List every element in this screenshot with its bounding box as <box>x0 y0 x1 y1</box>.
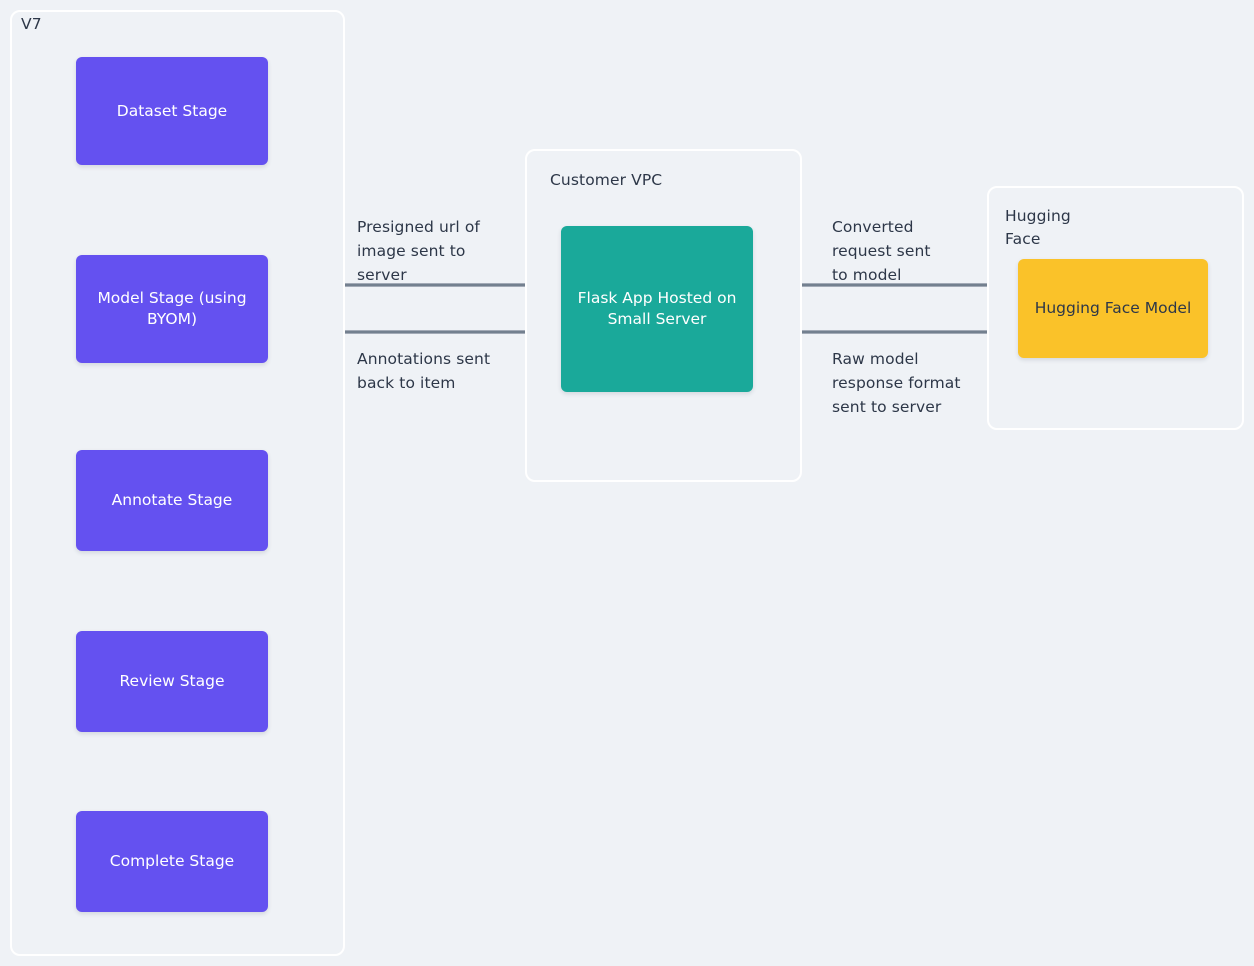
group-customer-vpc-label: Customer VPC <box>550 171 663 189</box>
node-model-stage[interactable]: Model Stage (using BYOM) <box>76 255 268 363</box>
edge-label-annotations-back: Annotations sent back to item <box>357 350 491 392</box>
group-hugging-face-label: Hugging Face <box>1005 207 1071 248</box>
node-hugging-face-model[interactable]: Hugging Face Model <box>1018 259 1208 358</box>
node-complete-stage[interactable]: Complete Stage <box>76 811 268 912</box>
edge-label-converted-request: Converted request sent to model <box>832 218 931 284</box>
group-v7-label: V7 <box>21 15 42 33</box>
node-flask-app[interactable]: Flask App Hosted on Small Server <box>561 226 753 392</box>
node-review-stage[interactable]: Review Stage <box>76 631 268 732</box>
node-dataset-stage[interactable]: Dataset Stage <box>76 57 268 165</box>
edge-label-presigned-url: Presigned url of image sent to server <box>357 218 480 284</box>
edge-label-raw-model-response: Raw model response format sent to server <box>832 350 961 416</box>
node-annotate-stage[interactable]: Annotate Stage <box>76 450 268 551</box>
